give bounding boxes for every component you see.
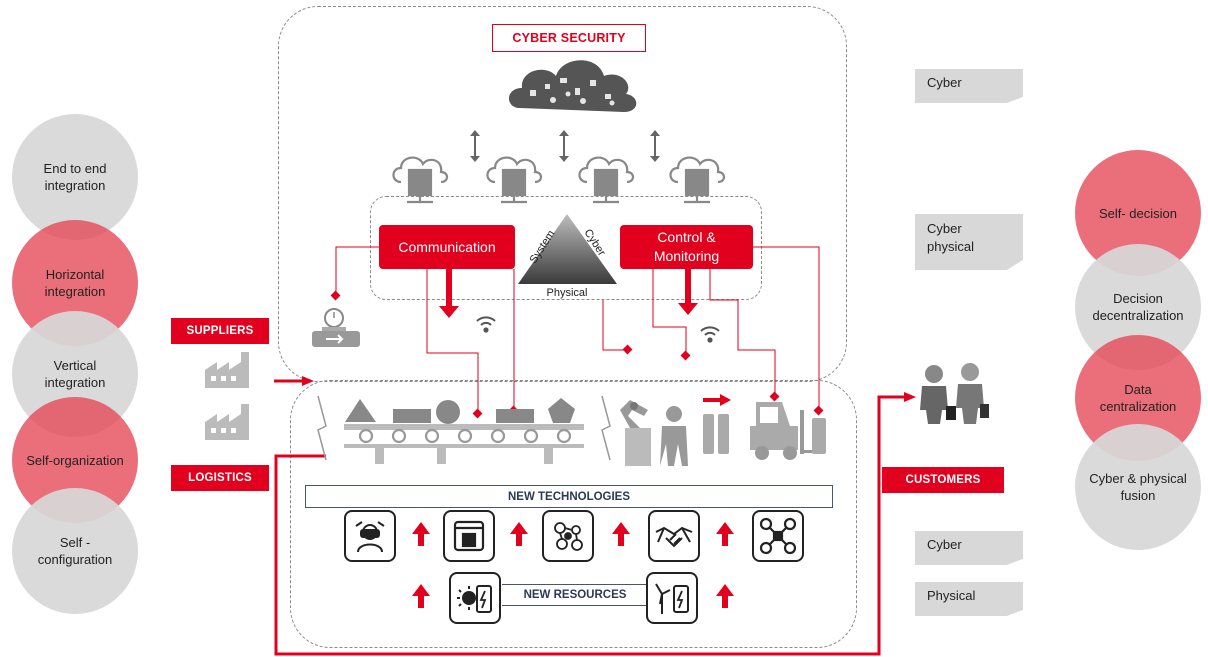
tag-cyber-top: Cyber [915,69,1023,103]
new-resources-bar: NEW RESOURCES [502,584,648,606]
handshake-icon [648,510,700,562]
physical-layer-box [290,380,857,648]
tag-cyber-physical: Cyber physical [915,214,1023,270]
triangle-physical-label: Physical [547,287,588,299]
cps-inner-box [370,196,762,300]
cyber-layer-box [278,6,847,382]
server-cloud-icon [669,156,726,204]
solar-battery-icon [449,572,501,624]
up-arrows [412,522,734,608]
factory-icon [205,352,249,388]
logistics-flow-line [274,392,916,656]
containers-icon [703,414,729,454]
sync-arrows [470,130,660,162]
wifi-icon [700,326,720,343]
circle-self-configuration: Self - configuration [12,488,138,614]
server-cloud-icon [392,156,449,204]
connector-nodes [330,290,824,419]
tag-cyber-bottom: Cyber [915,531,1023,565]
circle-cyber-physical-fusion: Cyber & physical fusion [1075,424,1201,550]
server-cloud-icon [578,156,635,204]
circle-end-to-end-integration: End to end integration [12,114,138,240]
server-cloud-icon [486,156,543,204]
server-cloud-icons [392,156,726,204]
cloud-icon [508,60,637,112]
new-technologies-bar: NEW TECHNOLOGIES [305,485,833,508]
circle-horizontal-integration: Horizontal integration [12,220,138,346]
wind-battery-icon [646,572,698,624]
flow-meter-icon [312,308,360,347]
worker-icon [660,406,688,466]
logistics-label: LOGISTICS [171,465,269,491]
supplier-arrow [274,376,314,386]
factory-icon [205,404,249,440]
cyber-security-label: CYBER SECURITY [492,24,646,52]
transfer-arrow [703,394,731,406]
control-monitoring-box: Control &Monitoring [620,225,753,269]
suppliers-label: SUPPLIERS [171,318,269,344]
tag-physical-bottom: Physical [915,582,1023,616]
system-cyber-physical-triangle: System Cyber Physical [518,214,617,299]
factory-icons [205,352,249,440]
vr-headset-icon [344,510,396,562]
robot-arm-icon [620,400,651,466]
customers-icon [920,363,989,424]
drone-icon [752,510,804,562]
wifi-icons [476,316,720,343]
forklift-icon [750,402,826,460]
communication-box: Communication [379,225,515,269]
customers-label: CUSTOMERS [882,467,1004,493]
wifi-icon [476,316,496,333]
robot-hands-icon [542,510,594,562]
down-arrows [439,269,698,318]
circle-self-decision: Self- decision [1075,150,1201,276]
3d-printer-icon [443,510,495,562]
connector-lines [335,246,820,414]
conveyor-icon [317,395,611,464]
